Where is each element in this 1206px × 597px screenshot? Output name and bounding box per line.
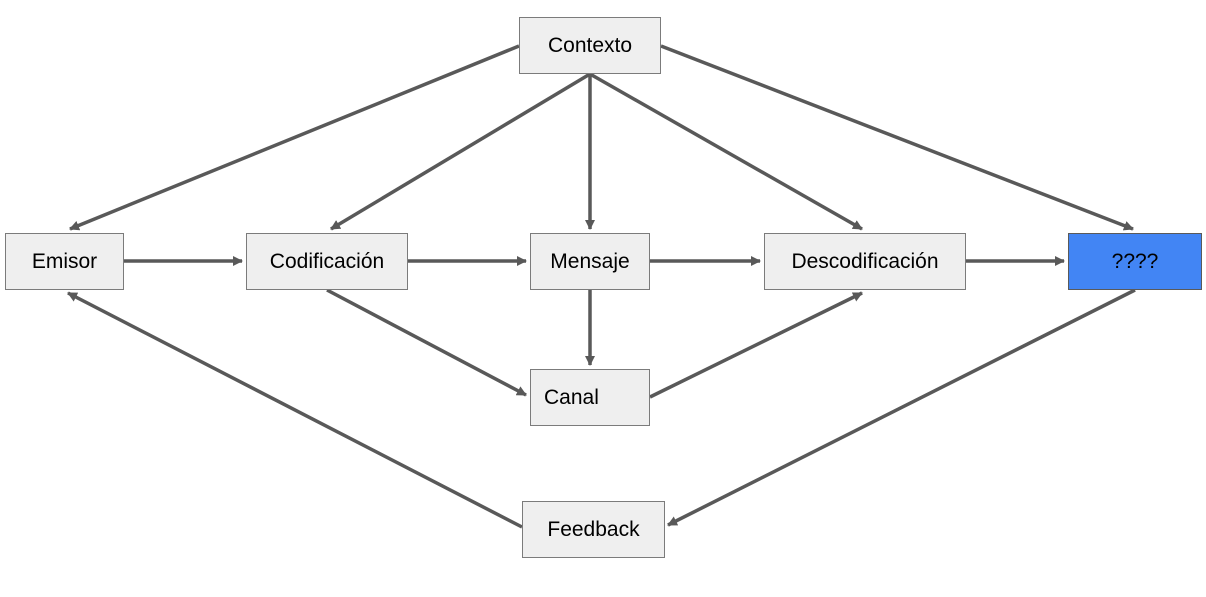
node-canal: Canal: [530, 369, 650, 426]
node-contexto-label: Contexto: [547, 33, 633, 57]
edge-contexto-codificacion: [330, 72, 591, 231]
edge-canal-descodificacion: [649, 291, 863, 399]
node-contexto: Contexto: [519, 17, 661, 74]
node-mensaje-label: Mensaje: [550, 249, 630, 273]
edge-contexto-descodificacion: [589, 72, 863, 231]
node-codificacion: Codificación: [246, 233, 408, 290]
edge-contexto-unknown: [660, 44, 1134, 231]
node-emisor-label: Emisor: [31, 249, 98, 273]
node-canal-label: Canal: [544, 385, 599, 409]
node-unknown-label: ????: [1111, 249, 1159, 273]
node-emisor: Emisor: [5, 233, 124, 290]
node-mensaje: Mensaje: [530, 233, 650, 290]
node-feedback: Feedback: [522, 501, 665, 558]
edge-contexto-emisor: [69, 44, 520, 231]
edge-unknown-feedback: [667, 288, 1136, 527]
edge-codificacion-canal: [326, 288, 527, 397]
node-feedback-label: Feedback: [547, 517, 640, 541]
node-codificacion-label: Codificación: [269, 249, 385, 273]
node-unknown-receptor: ????: [1068, 233, 1202, 290]
node-descodificacion: Descodificación: [764, 233, 966, 290]
edge-feedback-emisor: [67, 291, 523, 529]
node-descodificacion-label: Descodificación: [791, 249, 939, 273]
